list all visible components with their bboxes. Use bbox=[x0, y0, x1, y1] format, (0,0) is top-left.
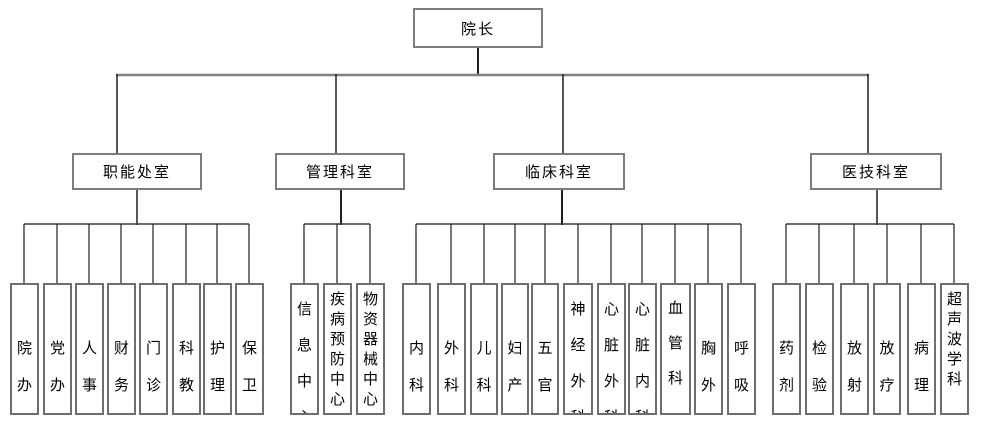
org-node-label: 院长 bbox=[460, 19, 495, 38]
org-leaf-label: 检验 bbox=[811, 339, 827, 394]
org-leaf-box: 五官 bbox=[531, 283, 559, 415]
org-leaf-box: 保卫 bbox=[235, 283, 264, 415]
org-leaf-box: 信息中心 bbox=[290, 283, 319, 415]
org-leaf-label: 外科 bbox=[443, 339, 459, 394]
org-leaf-box: 院办 bbox=[10, 283, 39, 415]
org-leaf-box: 病理 bbox=[907, 283, 936, 415]
org-node-clinical-depts: 临床科室 bbox=[493, 153, 625, 190]
org-leaf-label: 科教 bbox=[178, 339, 194, 394]
org-leaf-box: 血管科 bbox=[660, 283, 691, 415]
org-node-label: 医技科室 bbox=[841, 163, 910, 181]
org-leaf-label: 保卫 bbox=[241, 339, 257, 394]
org-leaf-label: 门诊 bbox=[145, 339, 161, 394]
org-leaf-box: 超声波学科 bbox=[940, 283, 969, 415]
org-leaf-box: 科教 bbox=[172, 283, 201, 415]
org-node-management-depts: 管理科室 bbox=[275, 153, 405, 190]
org-leaf-label: 药剂 bbox=[778, 339, 794, 394]
org-leaf-label: 物资器械中心 bbox=[362, 290, 378, 408]
org-leaf-box: 神经外科 bbox=[563, 283, 593, 415]
org-leaf-box: 门诊 bbox=[139, 283, 168, 415]
org-leaf-box: 护理 bbox=[203, 283, 232, 415]
org-leaf-box: 心脏内科 bbox=[628, 283, 657, 415]
org-leaf-box: 妇产 bbox=[501, 283, 529, 415]
org-leaf-label: 神经外科 bbox=[570, 300, 586, 413]
org-leaf-label: 放疗 bbox=[879, 339, 895, 394]
org-leaf-box: 呼吸 bbox=[727, 283, 756, 415]
org-leaf-label: 超声波学科 bbox=[946, 290, 962, 388]
org-node-label: 临床科室 bbox=[524, 163, 593, 181]
org-leaf-label: 内科 bbox=[408, 339, 424, 394]
org-leaf-label: 信息中心 bbox=[296, 300, 312, 413]
org-leaf-label: 心脏内科 bbox=[634, 300, 650, 413]
org-leaf-label: 财务 bbox=[113, 339, 129, 394]
org-leaf-box: 药剂 bbox=[772, 283, 801, 415]
org-leaf-label: 儿科 bbox=[476, 339, 492, 394]
org-leaf-box: 儿科 bbox=[470, 283, 498, 415]
org-leaf-box: 物资器械中心 bbox=[356, 283, 385, 415]
org-leaf-box: 放疗 bbox=[873, 283, 901, 415]
org-leaf-label: 护理 bbox=[209, 339, 225, 394]
org-leaf-box: 党办 bbox=[43, 283, 72, 415]
org-leaf-box: 放射 bbox=[840, 283, 869, 415]
org-leaf-box: 疾病预防中心 bbox=[323, 283, 352, 415]
org-leaf-box: 人事 bbox=[75, 283, 104, 415]
org-leaf-box: 内科 bbox=[402, 283, 431, 415]
org-leaf-box: 财务 bbox=[107, 283, 136, 415]
org-leaf-label: 病理 bbox=[913, 339, 929, 394]
org-node-medtech-depts: 医技科室 bbox=[810, 153, 942, 190]
org-leaf-box: 外科 bbox=[437, 283, 466, 415]
org-node-label: 管理科室 bbox=[305, 163, 374, 181]
org-leaf-label: 人事 bbox=[81, 339, 97, 394]
org-leaf-box: 胸外 bbox=[694, 283, 723, 415]
org-leaf-label: 心脏外科 bbox=[603, 300, 619, 413]
org-leaf-label: 疾病预防中心 bbox=[329, 290, 345, 408]
org-leaf-label: 五官 bbox=[537, 339, 553, 394]
org-leaf-label: 党办 bbox=[49, 339, 65, 394]
org-leaf-label: 胸外 bbox=[700, 339, 716, 394]
org-leaf-label: 血管科 bbox=[667, 299, 683, 387]
org-node-director: 院长 bbox=[413, 8, 543, 48]
org-leaf-label: 呼吸 bbox=[733, 339, 749, 394]
org-leaf-box: 检验 bbox=[805, 283, 834, 415]
org-node-functional-offices: 职能处室 bbox=[72, 153, 202, 190]
org-leaf-label: 妇产 bbox=[507, 339, 523, 394]
org-leaf-label: 放射 bbox=[846, 339, 862, 394]
org-leaf-box: 心脏外科 bbox=[597, 283, 626, 415]
org-leaf-label: 院办 bbox=[16, 339, 32, 394]
org-node-label: 职能处室 bbox=[102, 163, 171, 181]
